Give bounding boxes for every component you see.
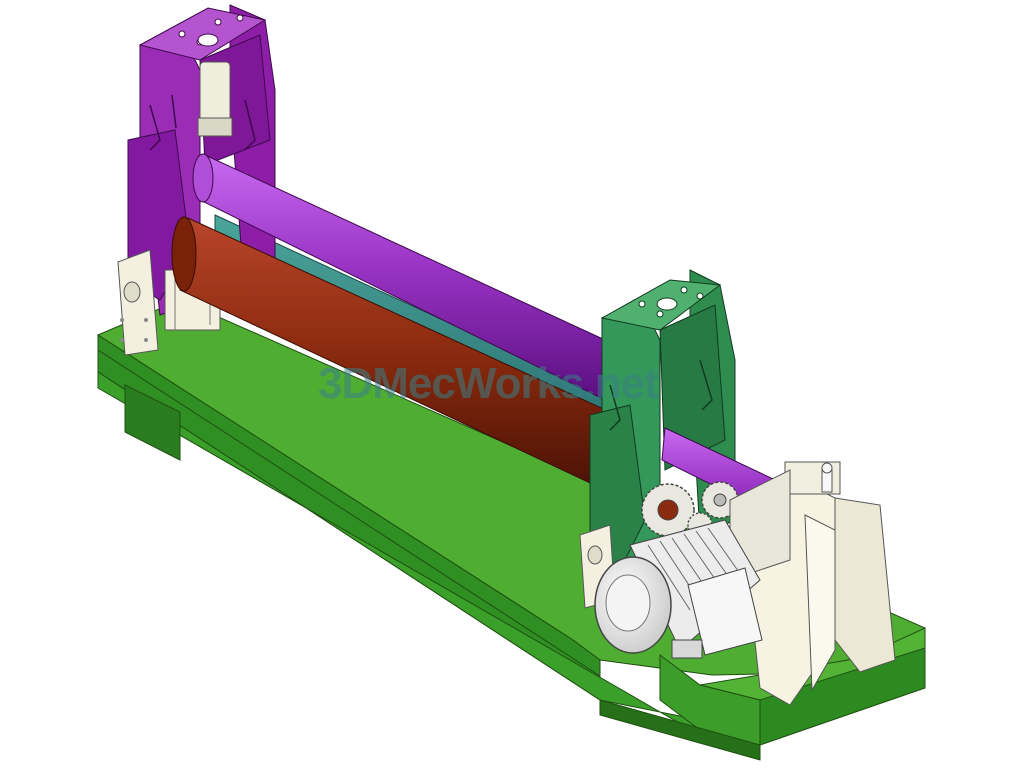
base-left-foot — [124, 384, 181, 461]
watermark-text: 3DMecWorks.net — [318, 359, 659, 408]
left-screw-cylinder — [199, 61, 231, 123]
motor-terminal-box — [687, 567, 763, 656]
lower-roll-end — [171, 216, 197, 292]
left-side-plate — [117, 249, 159, 356]
motor-icon — [594, 519, 763, 659]
bearing-stand — [729, 461, 896, 706]
left-housing-top — [138, 7, 267, 61]
right-housing-bridge — [659, 304, 726, 471]
base-right-lower — [599, 699, 761, 761]
gear-train — [641, 481, 739, 538]
upper-roll-end — [192, 153, 214, 203]
